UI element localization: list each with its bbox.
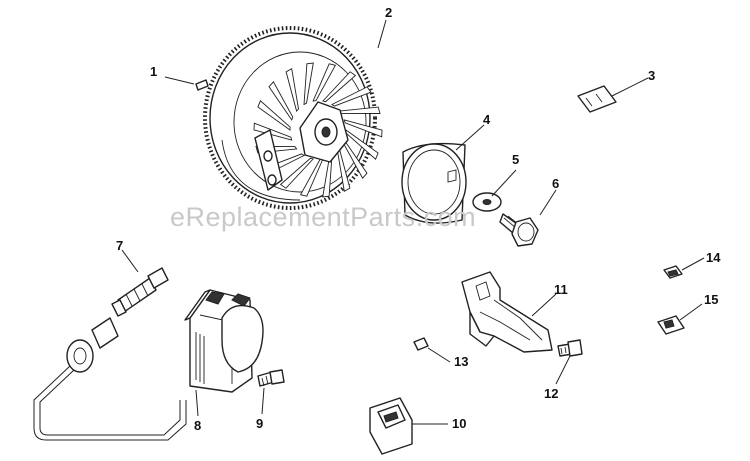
leader-lines — [121, 19, 705, 425]
callout-7: 7 — [116, 238, 123, 253]
flywheel-fin — [268, 81, 294, 121]
flywheel-fin — [312, 63, 337, 102]
callout-12: 12 — [544, 386, 558, 401]
callout-14: 14 — [706, 250, 721, 265]
terminal-14 — [663, 265, 683, 279]
flywheel-key — [195, 79, 209, 91]
callout-6: 6 — [552, 176, 559, 191]
callout-4: 4 — [483, 112, 491, 127]
clip — [413, 337, 429, 351]
flywheel-fin — [343, 119, 383, 138]
callout-13: 13 — [454, 354, 468, 369]
flywheel-bolt — [499, 213, 539, 247]
bracket — [461, 271, 553, 353]
callout-3: 3 — [648, 68, 655, 83]
callout-9: 9 — [256, 416, 263, 431]
watermark: eReplacementParts.com — [170, 202, 476, 232]
stop-switch — [369, 397, 413, 455]
flywheel — [203, 26, 383, 210]
callout-8: 8 — [194, 418, 201, 433]
flywheel-fin — [279, 157, 314, 189]
terminal-15 — [657, 315, 685, 335]
callout-2: 2 — [385, 5, 392, 20]
flywheel-fin — [331, 86, 372, 107]
flywheel-fin — [285, 67, 299, 113]
washer — [472, 192, 502, 212]
bracket-screw — [557, 339, 583, 357]
callout-10: 10 — [452, 416, 466, 431]
rotating-screen — [401, 142, 467, 224]
connector-3 — [577, 85, 617, 113]
flywheel-fin — [257, 100, 291, 131]
flywheel-fin — [303, 62, 314, 106]
callout-11: 11 — [554, 282, 568, 297]
module-screw — [257, 369, 285, 387]
callout-15: 15 — [704, 292, 718, 307]
flywheel-fin — [322, 71, 357, 103]
callout-5: 5 — [512, 152, 519, 167]
spark-plug-lead — [33, 267, 187, 441]
ignition-module — [184, 289, 264, 393]
callout-1: 1 — [150, 64, 157, 79]
